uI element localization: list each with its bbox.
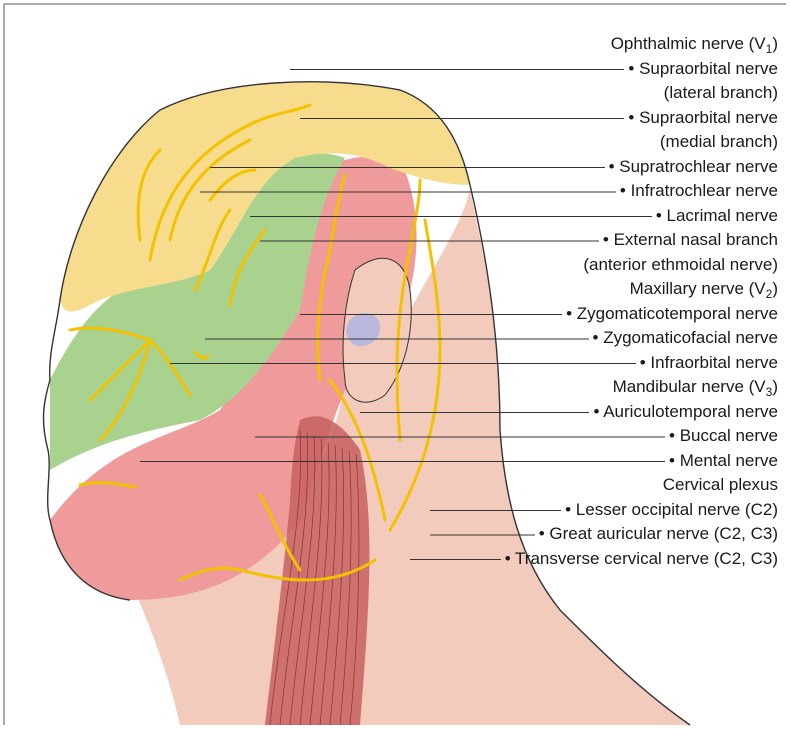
group-header-subscript: 3 [766,385,773,399]
nerve-label: • External nasal branch [603,230,778,250]
group-header-subscript: 1 [766,42,773,56]
nerve-label: • Transverse cervical nerve (C2, C3) [505,549,778,569]
nerve-label: • Buccal nerve [669,426,778,446]
nerve-label: (medial branch) [660,132,778,152]
nerve-label: • Supraorbital nerve [628,108,778,128]
nerve-label: • Mental nerve [669,451,778,471]
group-header-text: Ophthalmic nerve (V [611,34,766,53]
group-header-text: Maxillary nerve (V [630,279,766,298]
nerve-label: • Auriculotemporal nerve [593,402,778,422]
nerve-label: • Great auricular nerve (C2, C3) [539,524,778,544]
nerve-label: (anterior ethmoidal nerve) [583,255,778,275]
group-header-paren: ) [772,34,778,53]
group-header: Cervical plexus [663,475,778,495]
nerve-label: • Zygomaticofacial nerve [593,328,778,348]
nerve-label: • Supratrochlear nerve [609,157,778,177]
group-header-paren: ) [772,377,778,396]
nerve-label: • Zygomaticotemporal nerve [566,304,778,324]
group-header: Maxillary nerve (V2) [630,279,778,300]
nerve-label: • Lesser occipital nerve (C2) [565,500,778,520]
nerve-label: • Supraorbital nerve [628,59,778,79]
group-header-text: Cervical plexus [663,475,778,494]
group-header-paren: ) [772,279,778,298]
group-header: Mandibular nerve (V3) [613,377,778,398]
group-header-subscript: 2 [766,287,773,301]
nerve-label: • Lacrimal nerve [656,206,778,226]
group-header: Ophthalmic nerve (V1) [611,34,778,55]
nerve-label: • Infratrochlear nerve [620,181,778,201]
nerve-label: • Infraorbital nerve [640,353,778,373]
group-header-text: Mandibular nerve (V [613,377,766,396]
nerve-label: (lateral branch) [664,83,778,103]
